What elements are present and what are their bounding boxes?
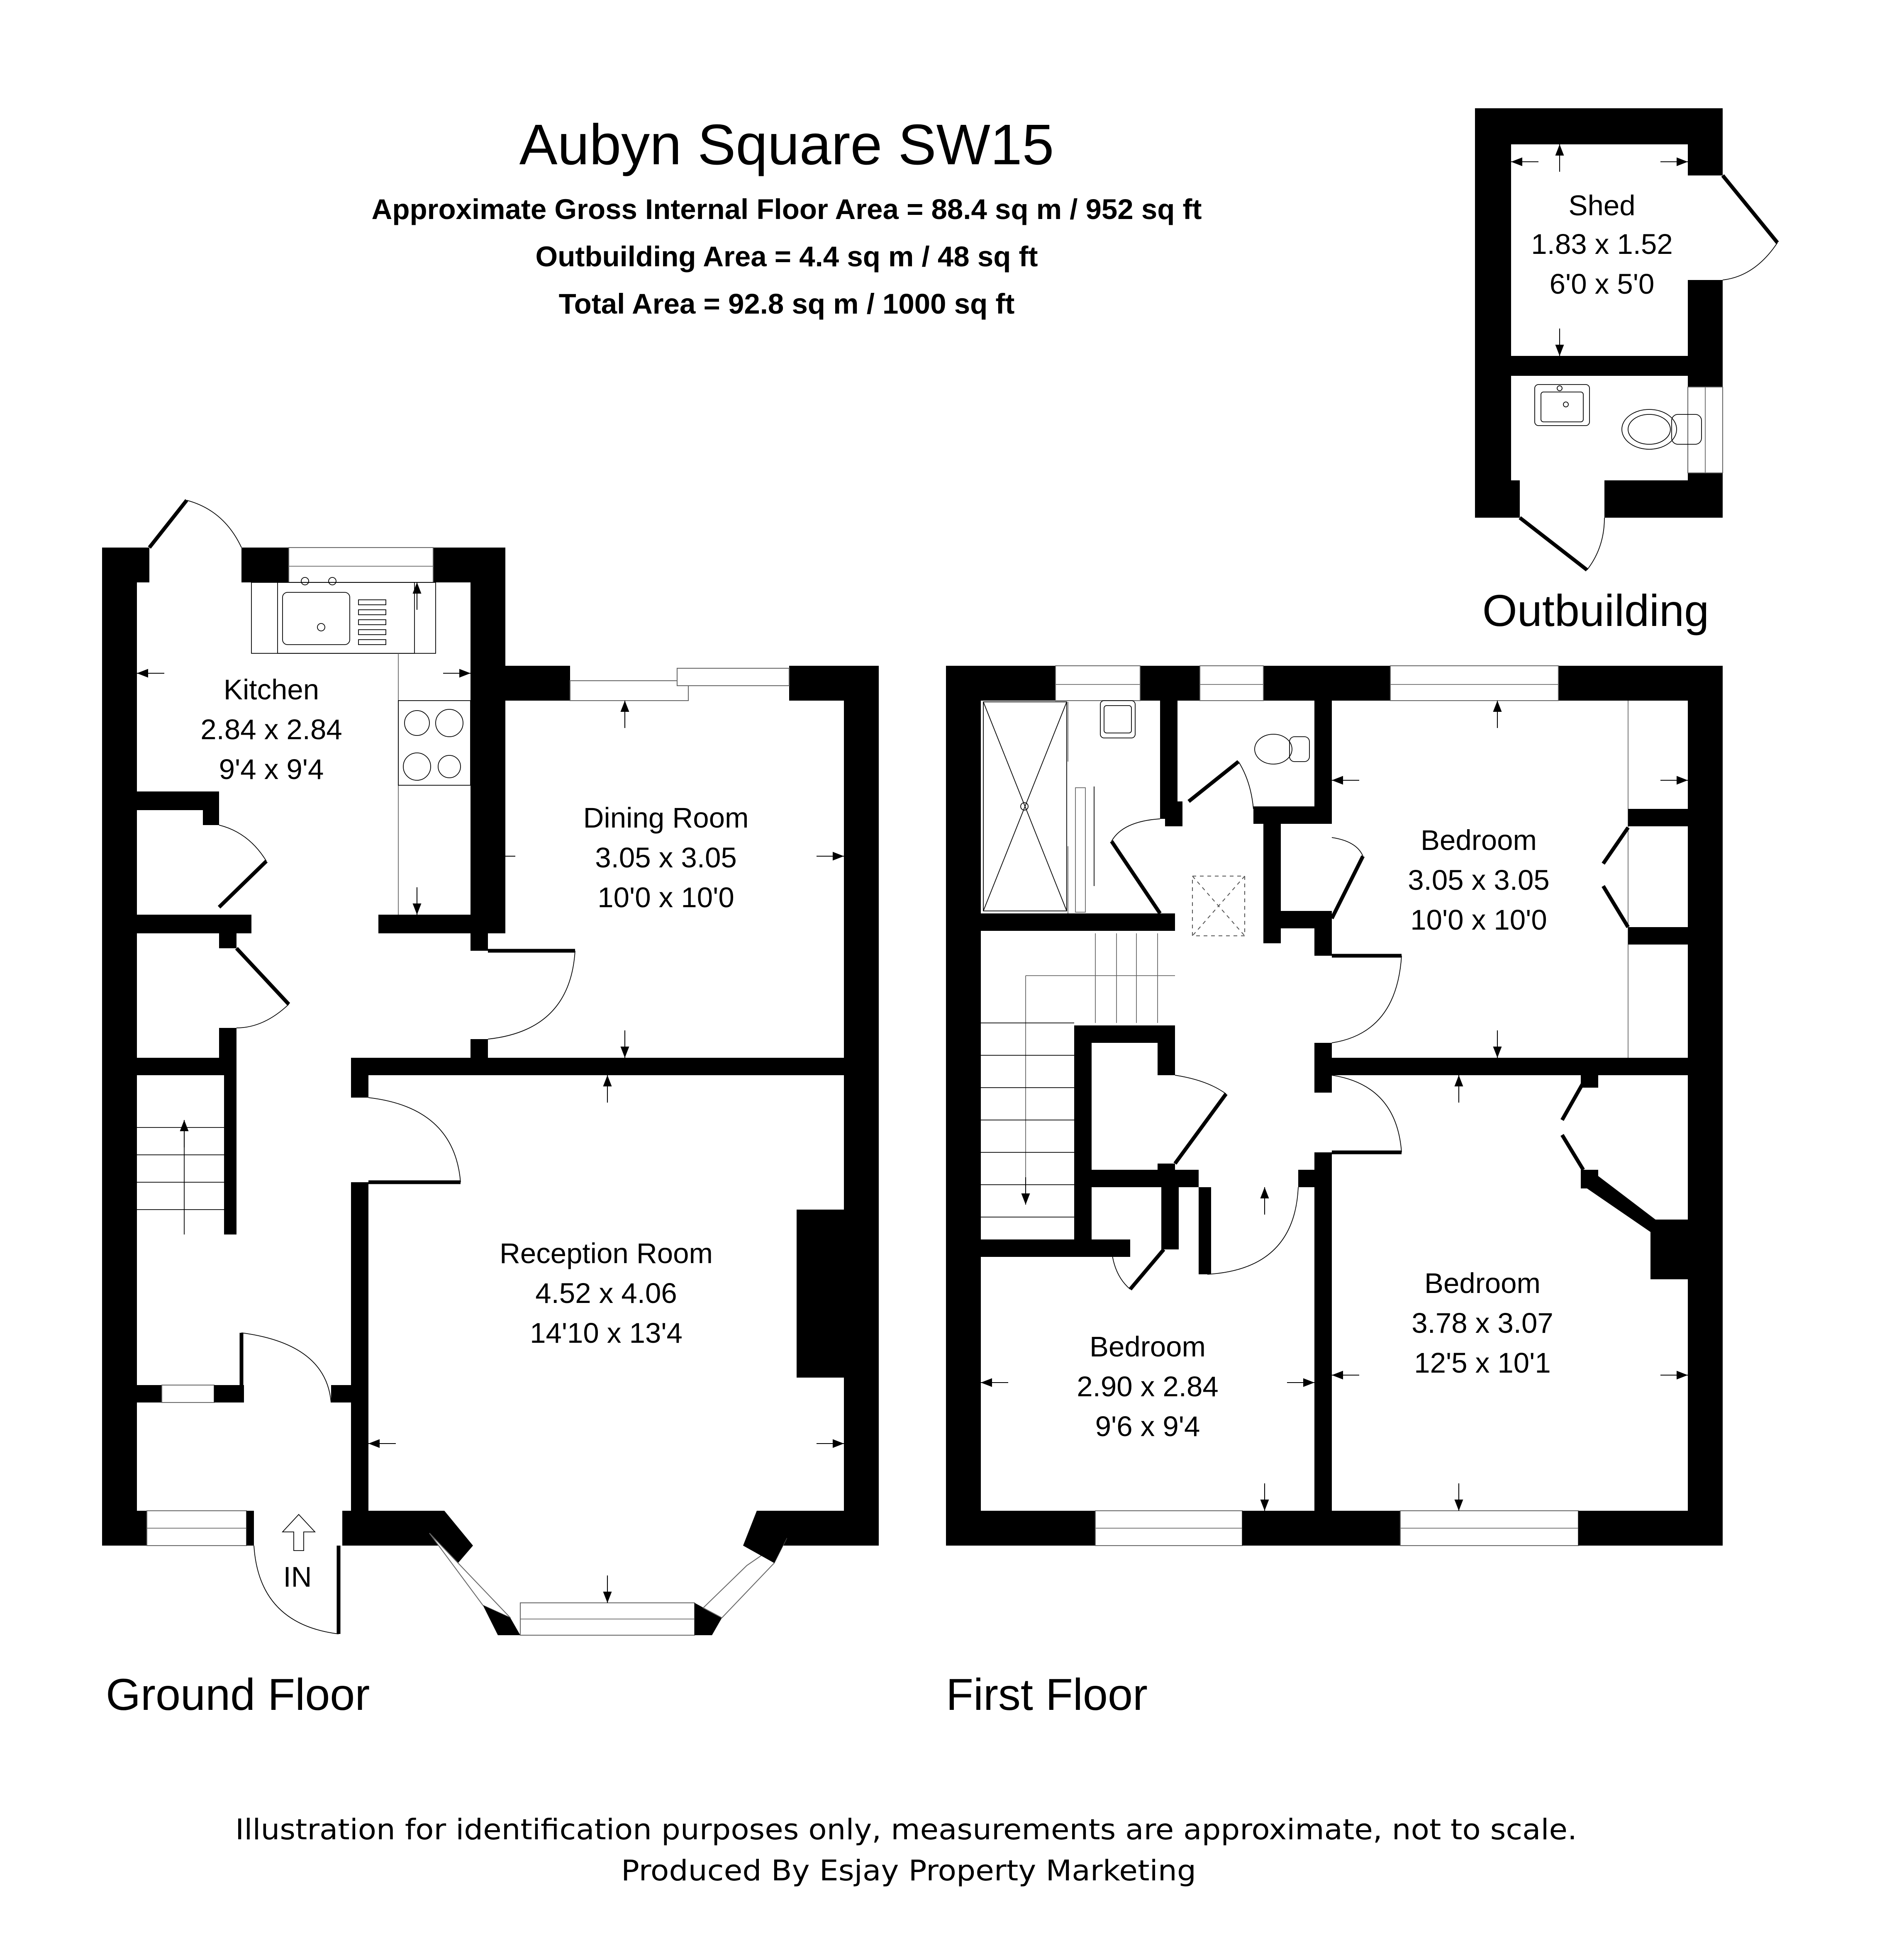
- shower-icon: [983, 701, 1067, 911]
- room-metric: 3.05 x 3.05: [1408, 864, 1549, 896]
- credit-text: Produced By Esjay Property Marketing: [621, 1854, 1196, 1887]
- toilet-icon: [1254, 734, 1310, 765]
- room-imperial: 10'0 x 10'0: [1410, 904, 1547, 936]
- property-title: Aubyn Square SW15: [519, 113, 1054, 177]
- entrance-arrow-icon: [281, 1514, 316, 1551]
- total-area: Total Area = 92.8 sq m / 1000 sq ft: [559, 288, 1015, 320]
- basin-icon: [1100, 700, 1136, 738]
- disclaimer-text: Illustration for identification purposes…: [235, 1813, 1577, 1846]
- gross-internal-area: Approximate Gross Internal Floor Area = …: [372, 193, 1202, 225]
- stairs-icon: [137, 1127, 224, 1234]
- room-name: Shed: [1568, 190, 1635, 222]
- header: Aubyn Square SW15 Approximate Gross Inte…: [372, 113, 1202, 320]
- room-metric: 3.05 x 3.05: [595, 842, 736, 874]
- outbuilding-label: Outbuilding: [1482, 585, 1709, 635]
- stairs-icon: [981, 933, 1175, 1217]
- kitchen-sink-icon: [251, 577, 436, 654]
- sink-icon: [1534, 384, 1590, 426]
- room-imperial: 9'6 x 9'4: [1095, 1410, 1200, 1442]
- room-name: Reception Room: [500, 1237, 713, 1269]
- room-name: Bedroom: [1424, 1267, 1541, 1299]
- room-name: Kitchen: [224, 674, 319, 706]
- room-name: Dining Room: [583, 802, 749, 834]
- radiator-icon: [1075, 787, 1086, 913]
- first-floor-label: First Floor: [946, 1669, 1148, 1719]
- footer: Illustration for identification purposes…: [235, 1813, 1577, 1887]
- first-floor-plan: Bedroom 3.05 x 3.05 10'0 x 10'0 Bedroom …: [946, 665, 1723, 1719]
- room-imperial: 14'10 x 13'4: [530, 1317, 683, 1349]
- bay-window: [429, 1511, 787, 1636]
- outbuilding-area: Outbuilding Area = 4.4 sq m / 48 sq ft: [536, 241, 1038, 273]
- entrance-label: IN: [283, 1561, 312, 1593]
- ground-floor-label: Ground Floor: [106, 1669, 370, 1719]
- outbuilding-plan: Shed 1.83 x 1.52 6'0 x 5'0 Outbuilding: [1475, 108, 1779, 635]
- toilet-icon: [1621, 409, 1702, 450]
- room-metric: 2.90 x 2.84: [1077, 1371, 1218, 1402]
- room-metric: 3.78 x 3.07: [1412, 1307, 1553, 1339]
- room-metric: 2.84 x 2.84: [200, 713, 342, 745]
- room-metric: 4.52 x 4.06: [535, 1277, 677, 1309]
- room-imperial: 10'0 x 10'0: [597, 881, 734, 913]
- room-name: Bedroom: [1090, 1331, 1206, 1363]
- room-metric: 1.83 x 1.52: [1531, 228, 1672, 260]
- ground-floor-plan: IN Kitchen 2.84 x 2.84 9'4 x 9'4 Dining …: [102, 499, 879, 1719]
- room-imperial: 6'0 x 5'0: [1550, 268, 1655, 300]
- hob-icon: [398, 700, 471, 786]
- room-imperial: 9'4 x 9'4: [219, 753, 324, 785]
- room-imperial: 12'5 x 10'1: [1414, 1347, 1550, 1379]
- room-name: Bedroom: [1421, 824, 1537, 856]
